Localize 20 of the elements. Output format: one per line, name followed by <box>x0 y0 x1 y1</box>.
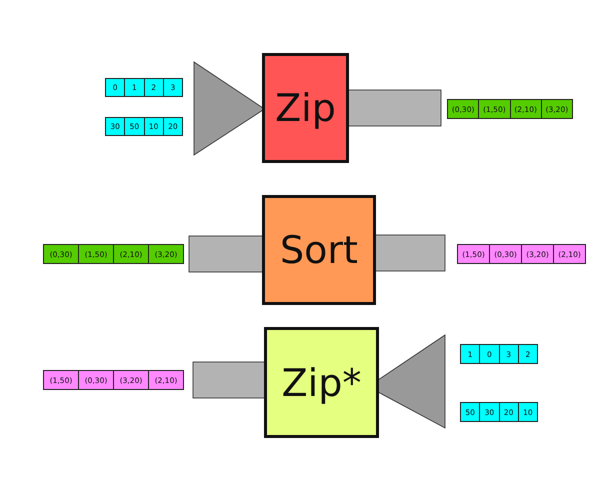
operation-box <box>262 195 376 305</box>
array-strip <box>105 78 183 97</box>
pipe-shape <box>188 236 264 272</box>
array-strip <box>105 117 183 136</box>
funnel-shape <box>194 61 264 156</box>
pipe-shape <box>348 90 442 126</box>
funnel-shape <box>378 334 446 429</box>
operation-label: Zip* <box>282 360 362 404</box>
operation-label: Zip <box>275 86 336 130</box>
operation-box <box>264 327 379 438</box>
operation-box <box>262 53 349 163</box>
array-strip <box>457 244 586 264</box>
array-strip <box>43 370 184 390</box>
array-strip <box>447 99 573 119</box>
operation-label: Sort <box>280 228 358 272</box>
array-strip <box>460 402 538 422</box>
pipe-shape <box>374 234 446 272</box>
pipe-shape <box>192 362 266 398</box>
array-strip <box>43 244 184 264</box>
array-strip <box>460 344 538 364</box>
